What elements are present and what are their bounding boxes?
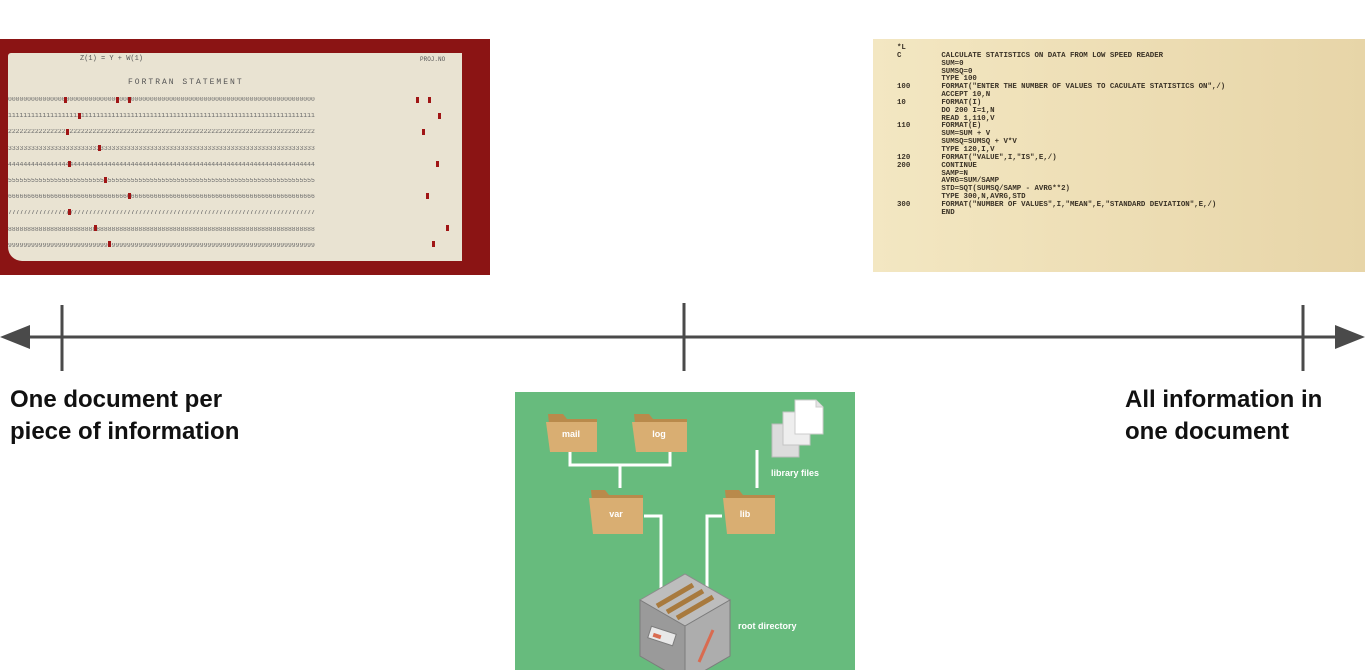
card-digit-row: 5555555555555555555555555555555555555555… [8, 178, 315, 184]
code-line: 300 FORMAT("NUMBER OF VALUES",I,"MEAN",E… [897, 200, 1217, 209]
card-punch-hole [68, 209, 71, 215]
code-line: SUMSQ=0 [941, 67, 973, 76]
card-punch-hole [432, 241, 435, 247]
card-digit-row: 8888888888888888888888888888888888888888… [8, 226, 315, 233]
code-line: ACCEPT 10,N [941, 91, 991, 100]
folder-lib-label: lib [740, 509, 751, 519]
left-end-label: One document per piece of information [10, 386, 240, 445]
root-directory-box-icon [639, 573, 731, 670]
code-line: TYPE 120,I,V [941, 145, 995, 154]
code-listing-text: *L C CALCULATE STATISTICS ON DATA FROM L… [897, 44, 1226, 218]
folder-lib-icon: lib [723, 490, 775, 534]
card-digit-row: 2222222222222222222222222222222222222222… [8, 129, 315, 136]
code-line: 200 CONTINUE [897, 161, 977, 170]
card-punch-hole [436, 161, 439, 167]
card-digit-row: 6666666666666666666666666666666666666666… [8, 194, 315, 201]
code-line: STD=SQT(SUMSQ/SAMP - AVRG**2) [941, 185, 1070, 194]
card-punch-hole [108, 241, 111, 247]
spectrum-axis [0, 303, 1365, 371]
filesystem-diagram: mail log var lib [515, 392, 855, 670]
card-punch-hole [426, 193, 429, 199]
card-formula: Z(1) = Y + W(1) [80, 55, 144, 63]
card-punch-hole [446, 225, 449, 231]
folder-var-label: var [609, 509, 623, 519]
connectors [568, 444, 759, 595]
card-punch-hole [98, 145, 101, 151]
card-punch-hole [128, 97, 131, 103]
code-line: 10 FORMAT(I) [897, 98, 982, 107]
card-digit-row: 0000000000000000000000000000000000000000… [8, 97, 315, 103]
folder-log-label: log [652, 429, 666, 439]
card-punch-hole [66, 129, 69, 135]
card-punch-hole [64, 97, 67, 103]
card-digit-row: 4444444444444444444444444444444444444444… [8, 161, 315, 168]
root-directory-label: root directory [738, 621, 797, 631]
card-punch-hole [428, 97, 431, 103]
card-digit-row: 9999999999999999999999999999999999999999… [8, 242, 315, 249]
card-project-label: PROJ.NO [420, 56, 446, 63]
card-punch-hole [78, 113, 81, 119]
card-punch-hole [422, 129, 425, 135]
folder-var-icon: var [589, 490, 643, 534]
card-digit-row: 1111111111111111111111111111111111111111… [8, 113, 315, 120]
library-files-icon [771, 399, 824, 458]
card-digit-row: 3333333333333333333333333333333333333333… [8, 145, 315, 152]
card-digit-row: 7777777777777777777777777777777777777777… [8, 210, 315, 217]
card-punch-hole [128, 193, 131, 199]
code-line: SAMP=N [941, 169, 968, 178]
code-line: C CALCULATE STATISTICS ON DATA FROM LOW … [897, 51, 1164, 60]
filesystem-svg: mail log var lib [546, 399, 824, 670]
code-line: END [941, 208, 955, 217]
folder-mail-icon: mail [546, 414, 597, 452]
right-end-label: All information in one document [1125, 386, 1323, 445]
punch-card-image: Z(1) = Y + W(1) PROJ.NO FORTRAN STATEMEN… [0, 39, 490, 275]
card-punch-hole [438, 113, 441, 119]
code-line: SUM=SUM + V [941, 130, 991, 139]
code-line: 100 FORMAT("ENTER THE NUMBER OF VALUES T… [897, 83, 1226, 92]
punch-card: Z(1) = Y + W(1) PROJ.NO FORTRAN STATEMEN… [8, 53, 462, 261]
card-statement-label: FORTRAN STATEMENT [128, 78, 244, 87]
code-line: TYPE 100 [941, 75, 977, 84]
code-line: AVRG=SUM/SAMP [941, 177, 1000, 186]
code-line: SUMSQ=SUMSQ + V*V [941, 138, 1017, 147]
code-line: *L [897, 44, 906, 52]
code-line: 110 FORMAT(E) [897, 122, 982, 131]
right-arrowhead-icon [1335, 325, 1365, 349]
card-punch-hole [68, 161, 71, 167]
library-files-label: library files [771, 468, 819, 478]
code-line: TYPE 300,N,AVRG,STD [941, 193, 1026, 202]
card-punch-hole [416, 97, 419, 103]
code-line: DO 200 I=1,N [941, 106, 995, 115]
card-punch-hole [94, 225, 97, 231]
code-line: SUM=0 [941, 59, 964, 68]
left-arrowhead-icon [0, 325, 30, 349]
card-punch-hole [116, 97, 119, 103]
folder-log-icon: log [632, 414, 687, 452]
code-line: READ 1,110,V [941, 114, 995, 123]
code-line: 120 FORMAT("VALUE",I,"IS",E,/) [897, 153, 1057, 162]
folder-mail-label: mail [562, 429, 580, 439]
card-punch-hole [104, 177, 107, 183]
code-listing-image: *L C CALCULATE STATISTICS ON DATA FROM L… [873, 39, 1365, 272]
